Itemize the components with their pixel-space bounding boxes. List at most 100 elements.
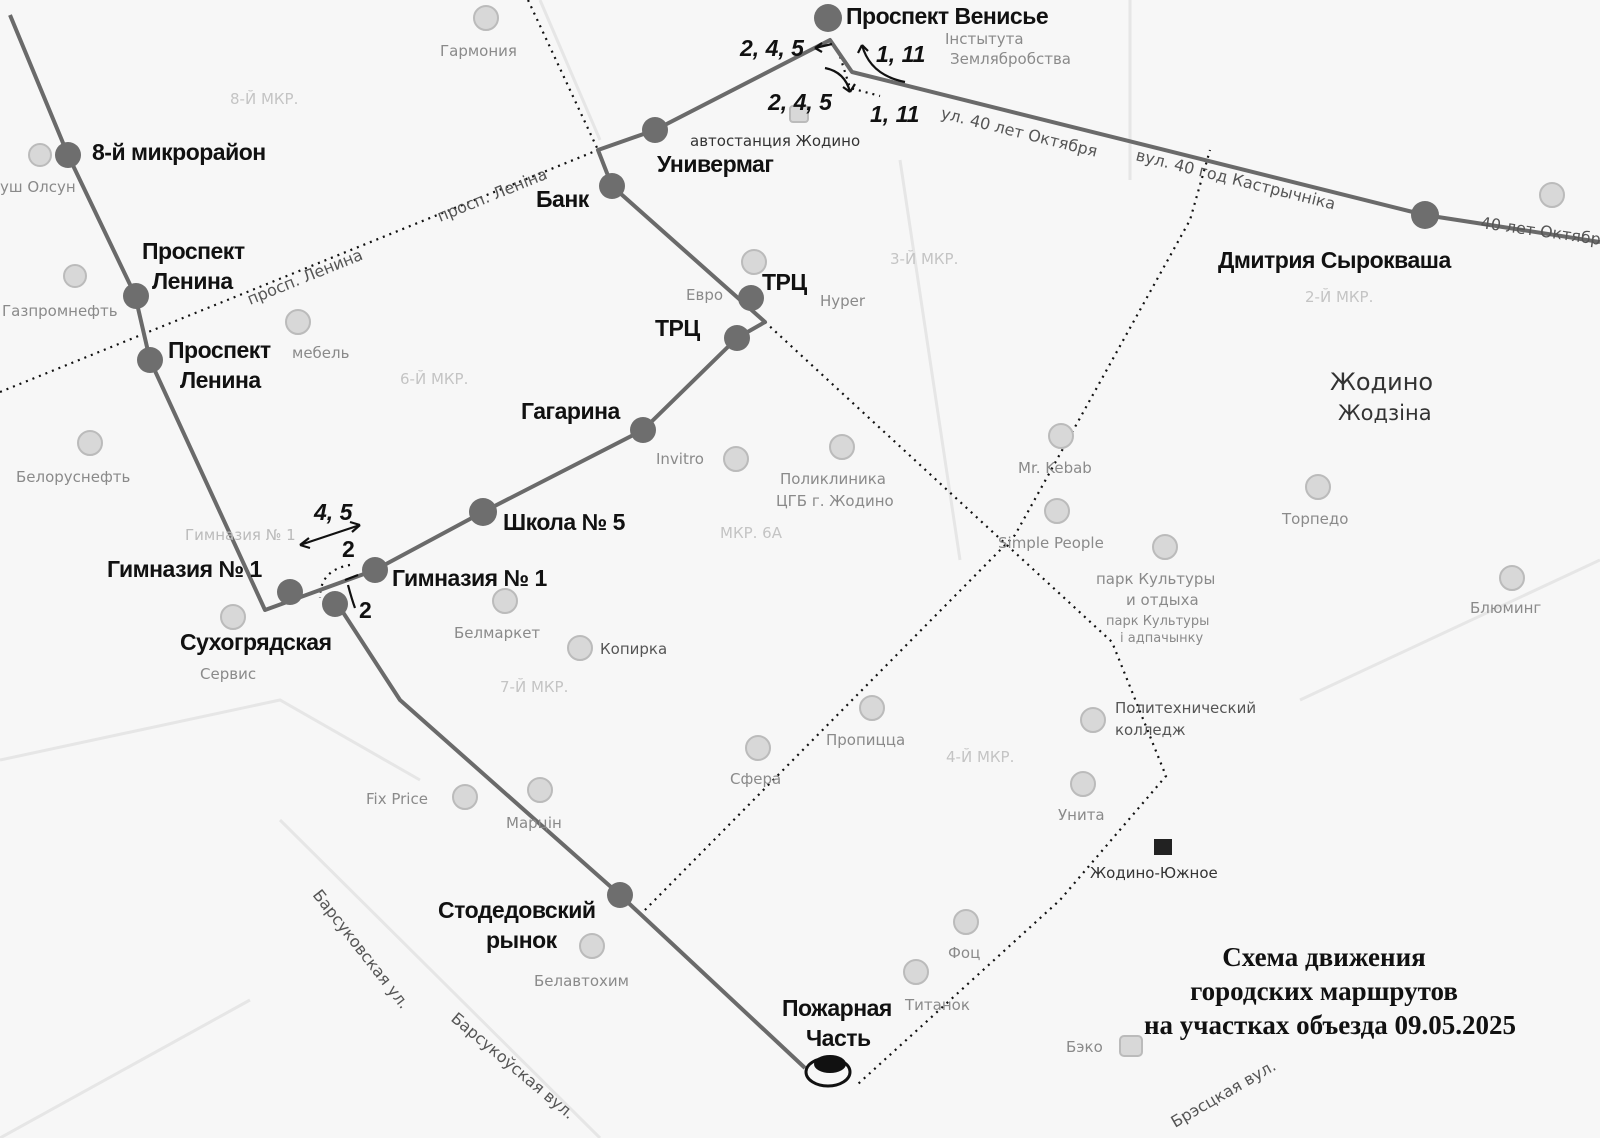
route-label: 2, 4, 5 [767, 89, 833, 115]
poi-label: Газпромнефть [2, 302, 118, 320]
stop-marker-gymnasium-1[interactable] [277, 579, 303, 605]
street-label: просп. Ленина [244, 245, 365, 309]
dotted-line-diagonal [639, 149, 1212, 916]
poi-label: Поликлиника [780, 470, 886, 488]
poi-label: Копирка [600, 640, 667, 658]
stop-marker-bank[interactable] [599, 173, 625, 199]
poi-label: мебель [292, 344, 349, 362]
poi-label: Землябробства [950, 50, 1071, 68]
route-label: 2 [359, 597, 372, 623]
poi-label: Бэко [1066, 1038, 1103, 1056]
park-icon [1152, 534, 1178, 560]
poi-label: Hyper [820, 292, 866, 310]
stop-marker-gagarina[interactable] [630, 417, 656, 443]
poi-label: Simple People [998, 534, 1104, 552]
stop-marker-stodedovsky[interactable] [607, 882, 633, 908]
detour-arrows [299, 42, 906, 609]
stop-marker-trc-1[interactable] [738, 285, 764, 311]
street-label: 40 лет Октября [1479, 213, 1600, 250]
stop-marker-lenin-2[interactable] [137, 347, 163, 373]
street-label: просп. Леніна [434, 164, 549, 225]
district-label: 3-Й МКР. [890, 249, 958, 268]
shop-icon [741, 249, 767, 275]
stop-label-gymnasium-1: Гимназия № 1 [107, 556, 262, 582]
fuel-icon [579, 933, 605, 959]
stop-markers [55, 4, 1439, 908]
stop-marker-venise[interactable] [814, 4, 842, 32]
poi-label: Сфера [730, 770, 781, 788]
title-line-3: на участках объезда 09.05.2025 [1144, 1010, 1516, 1040]
stop-marker-8mkr[interactable] [55, 142, 81, 168]
poi-label: Інстытута [945, 30, 1024, 48]
city-name-by: Жодзіна [1338, 401, 1432, 425]
poi-label: автостанция Жодино [690, 132, 860, 150]
medical-icon [829, 434, 855, 460]
railway-station-icon [1154, 839, 1172, 855]
poi-label: Гимназия № 1 [185, 526, 296, 544]
poi-label: Белавтохим [534, 972, 629, 990]
district-label: 6-Й МКР. [400, 369, 468, 388]
district-label: МКР. 6А [720, 524, 783, 542]
stop-label-8mkr: 8-й микрорайон [92, 139, 266, 165]
shop-icon [452, 784, 478, 810]
poi-label: Белмаркет [454, 624, 540, 642]
shop-icon [1539, 182, 1565, 208]
bus-station-icon [789, 105, 809, 123]
title-line-2: городских маршрутов [1190, 976, 1458, 1006]
stop-marker-univermag[interactable] [642, 117, 668, 143]
detour-dotted-lines [0, 0, 1212, 1085]
district-label: 8-Й МКР. [230, 89, 298, 108]
poi-label: Торпедо [1281, 510, 1348, 528]
dotted-line-lenin-ave [0, 148, 599, 394]
stop-marker-gymnasium-2[interactable] [362, 557, 388, 583]
shop-icon [492, 588, 518, 614]
poi-label: Белоруснефть [16, 468, 130, 486]
poi-label: Fix Price [366, 790, 428, 808]
poi-label: парк Культуры [1106, 614, 1209, 629]
street-label: Барсукоўская вул. [447, 1009, 578, 1123]
stop-label-venise: Проспект Венисье [846, 3, 1048, 29]
school-icon [1080, 707, 1106, 733]
poi-label: Гармония [440, 42, 517, 60]
stop-label-lenin-1b: Ленина [152, 268, 233, 294]
stop-marker-sukhogryadskaya[interactable] [322, 591, 348, 617]
stop-marker-lenin-1[interactable] [123, 283, 149, 309]
stop-marker-syrokvasha[interactable] [1411, 201, 1439, 229]
car-service-icon [220, 604, 246, 630]
stop-label-syrokvasha: Дмитрия Сырокваша [1218, 247, 1451, 273]
street-label: вул. 40 год Кастрычніка [1134, 145, 1337, 213]
route-label: 1, 11 [870, 101, 919, 127]
poi-label: и отдыха [1126, 591, 1199, 609]
stop-label-lenin-2: Проспект [168, 337, 271, 363]
shop-icon [1499, 565, 1525, 591]
poi-label: Евро [686, 286, 723, 304]
stop-marker-school5[interactable] [469, 498, 497, 526]
camera-icon [567, 635, 593, 661]
poi-label: Пропицца [826, 731, 905, 749]
medical-icon [953, 909, 979, 935]
stop-label-fire-station-b: Часть [806, 1025, 871, 1051]
sport-icon [1305, 474, 1331, 500]
shop-icon [527, 777, 553, 803]
stop-marker-trc-2[interactable] [724, 325, 750, 351]
medical-icon [1070, 771, 1096, 797]
poi-label: Invitro [656, 450, 704, 468]
poi-label: Унита [1058, 806, 1105, 824]
stop-label-school5: Школа № 5 [503, 509, 626, 535]
stop-label-stodedovsky-b: рынок [486, 927, 558, 953]
poi-label: ЦГБ г. Жодино [776, 492, 894, 510]
fire-station-icon [804, 1055, 852, 1088]
poi-label: Жодино-Южное [1090, 864, 1218, 882]
food-icon [1048, 423, 1074, 449]
restaurant-icon [859, 695, 885, 721]
poi-label: Титанок [904, 996, 970, 1014]
dotted-line-north [527, 0, 599, 151]
stop-label-sukhogryadskaya: Сухогрядская [180, 629, 332, 655]
poi-label: Марцін [506, 814, 562, 832]
stop-label-trc-1: ТРЦ [762, 269, 807, 295]
street-label: Брэсцкая вул. [1168, 1056, 1280, 1131]
stop-label-stodedovsky: Стодедовский [438, 897, 596, 923]
poi-label: уш Олсун [0, 178, 76, 196]
